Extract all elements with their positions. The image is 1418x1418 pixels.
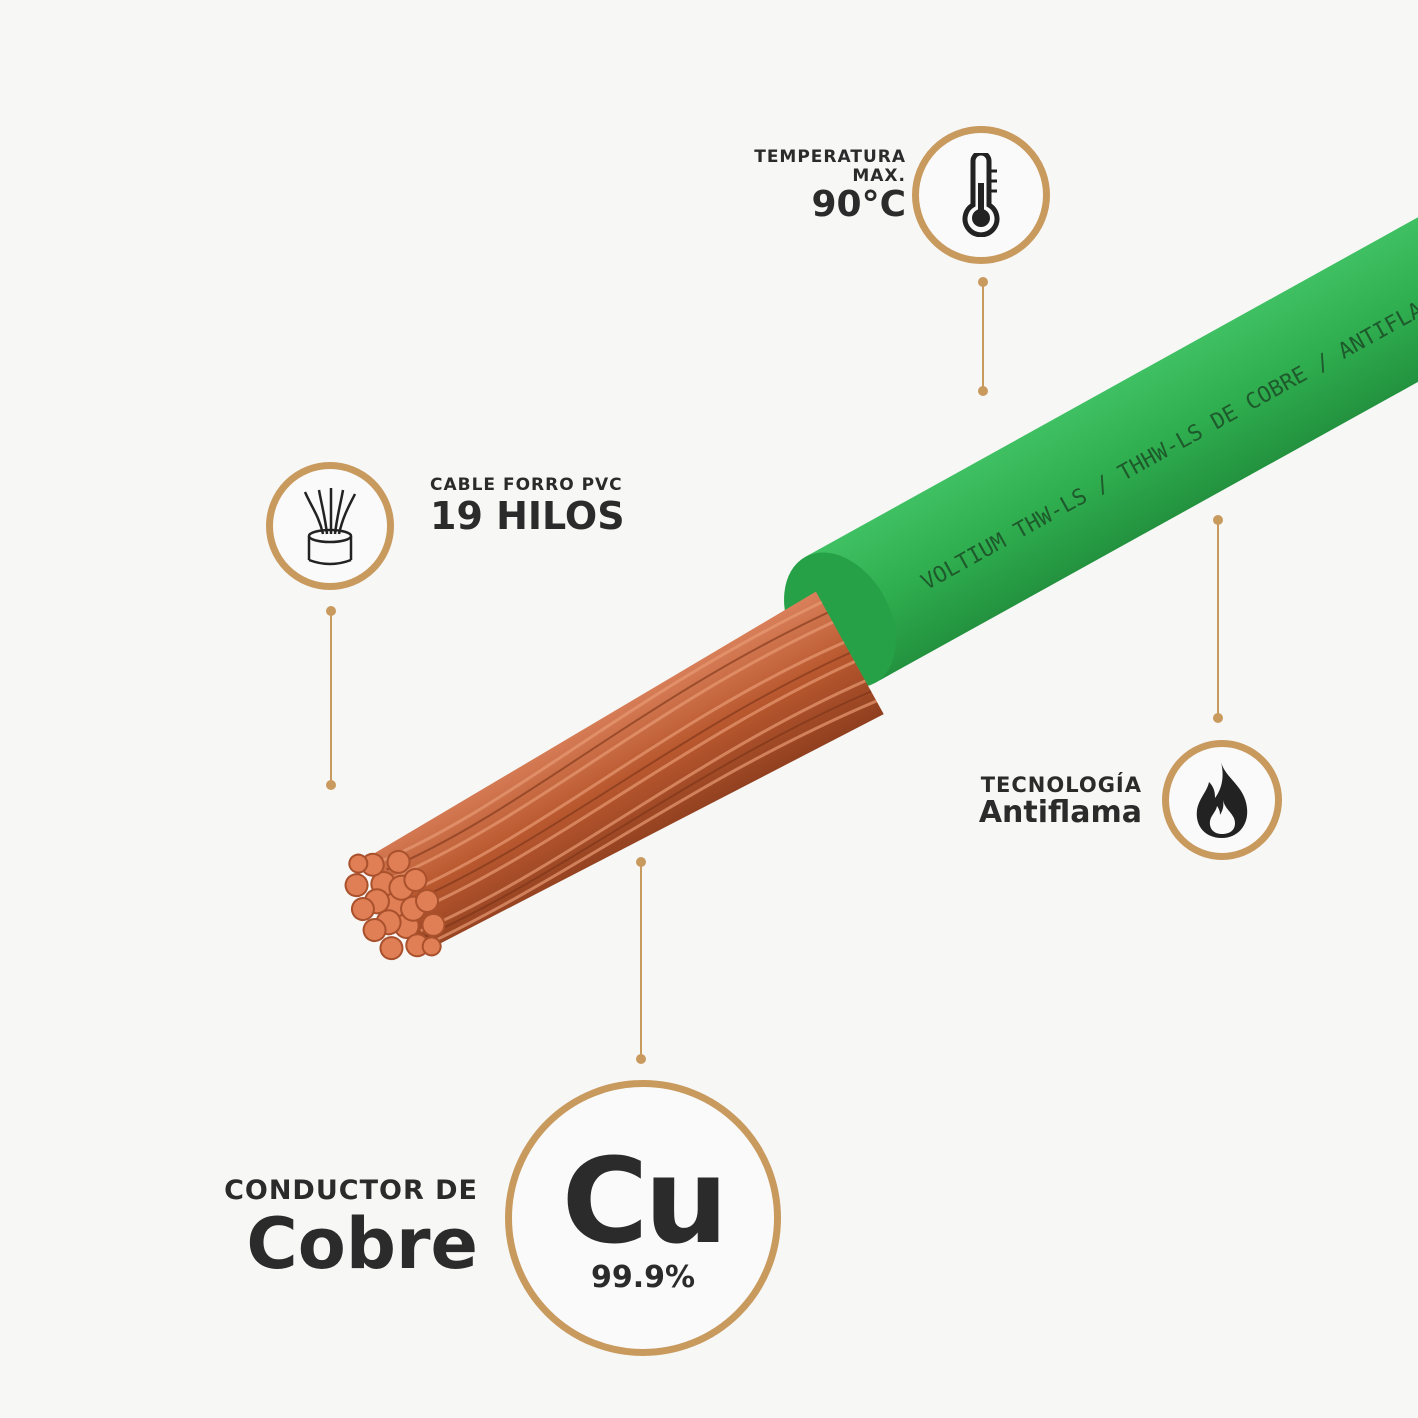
thermometer-icon: [962, 153, 1000, 237]
flame-label: TECNOLOGÍA Antiflama: [900, 773, 1142, 829]
temperature-line1: TEMPERATURA: [754, 147, 906, 167]
cable-jacket: [805, 207, 1418, 683]
temperature-badge: [912, 126, 1050, 264]
temperature-line2: MAX.: [852, 166, 906, 186]
connector-line: [1217, 520, 1219, 718]
copper-element-badge: Cu 99.9%: [505, 1080, 781, 1356]
temperature-label: TEMPERATURA MAX. 90°C: [700, 148, 906, 224]
connector-line: [982, 282, 984, 390]
flame-icon: [1196, 762, 1248, 838]
strands-line1: CABLE FORRO PVC: [430, 475, 623, 495]
temperature-value: 90°C: [811, 184, 906, 225]
cable-strands-icon: [303, 488, 357, 566]
strands-label: CABLE FORRO PVC 19 HILOS: [430, 475, 625, 537]
conductor-line1: CONDUCTOR DE: [224, 1175, 478, 1206]
flame-badge: [1162, 740, 1282, 860]
conductor-line2: Cobre: [246, 1203, 478, 1285]
strands-line2: 19 HILOS: [430, 494, 625, 538]
copper-bundle: [368, 591, 884, 954]
element-symbol: Cu: [561, 1131, 729, 1270]
connector-line: [640, 862, 642, 1058]
connector-dot: [636, 1054, 646, 1064]
flame-line1: TECNOLOGÍA: [980, 773, 1142, 797]
connector-dot: [1213, 713, 1223, 723]
conductor-label: CONDUCTOR DE Cobre: [120, 1175, 478, 1281]
flame-line2: Antiflama: [978, 795, 1142, 830]
connector-dot: [326, 780, 336, 790]
connector-dot: [978, 386, 988, 396]
connector-line: [330, 611, 332, 784]
strand-ends: [344, 849, 446, 961]
strands-badge: [266, 462, 394, 590]
element-purity: 99.9%: [590, 1259, 696, 1295]
